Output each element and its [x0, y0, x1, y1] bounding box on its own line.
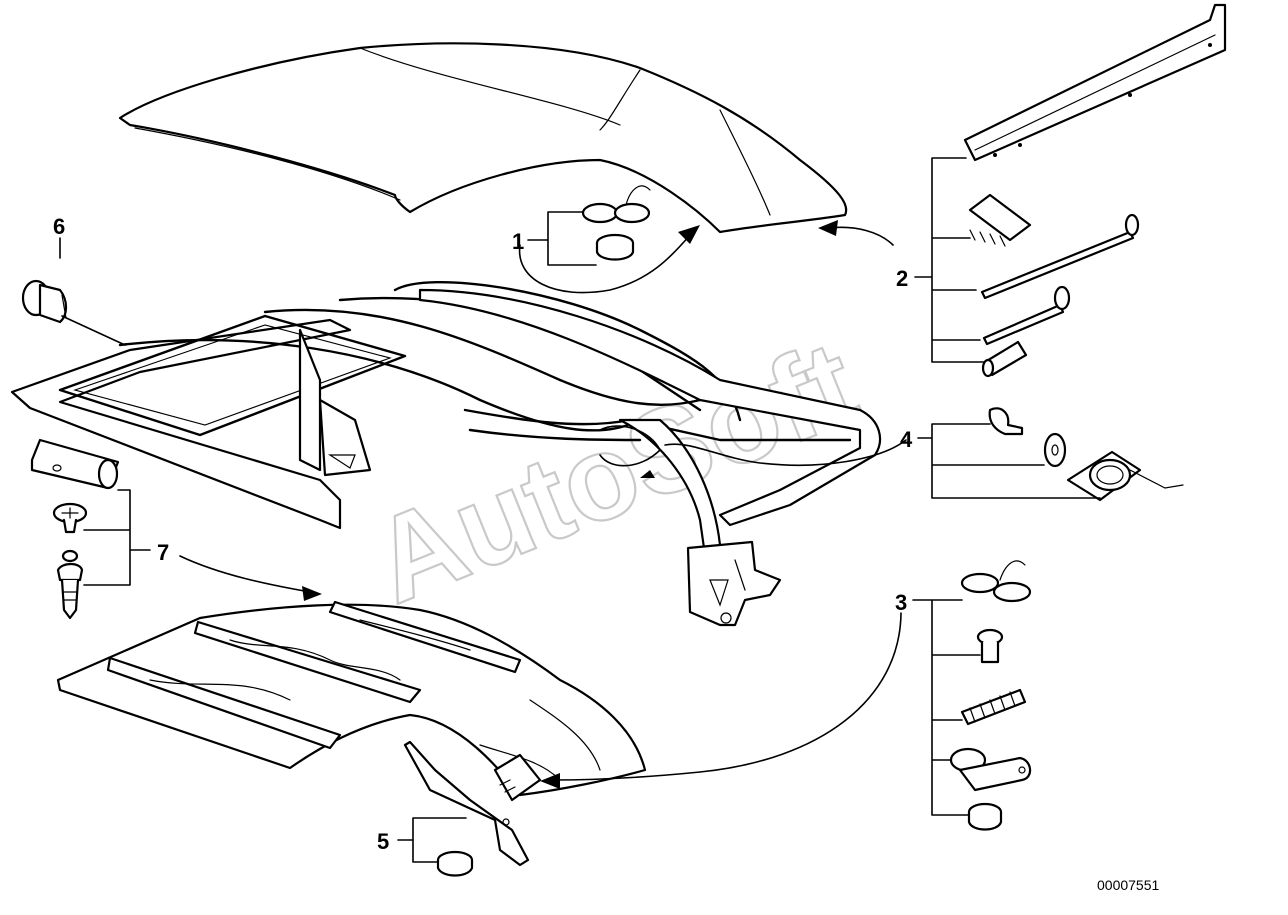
part-1-clip: [581, 185, 651, 224]
soft-cover: [56, 600, 647, 797]
part-7-sleeve: [30, 438, 120, 490]
roof-frame: [10, 281, 882, 627]
callout-5: 5: [377, 829, 389, 854]
callout-4: 4: [900, 427, 913, 452]
callout-3: 3: [895, 590, 907, 615]
part-5-latch: [493, 753, 542, 802]
callout-2: 2: [896, 266, 908, 291]
watermark: AutoSoft: [355, 315, 875, 629]
part-2-rivet-long: [980, 213, 1140, 300]
part-3-clip: [960, 560, 1032, 603]
part-3-spring: [960, 688, 1027, 726]
part-1-grommet: [595, 233, 635, 261]
part-3-grommet: [967, 802, 1003, 831]
part-4-washer: [1043, 432, 1067, 468]
leader-lines: [59, 157, 1101, 863]
part-4-spring: [1066, 450, 1184, 502]
callout-6: 6: [53, 214, 65, 239]
part-2-trim-strip: [963, 3, 1227, 162]
part-4-screw: [988, 407, 1024, 436]
part-3-hinge-plate: [949, 747, 1032, 792]
part-7-pin: [56, 549, 84, 620]
part-5-grommet: [436, 850, 474, 877]
part-2-rivet: [982, 285, 1071, 346]
part-6-plug: [21, 279, 68, 324]
callout-1: 1: [512, 229, 524, 254]
part-2-sleeve: [981, 340, 1028, 378]
part-2-bracket: [968, 193, 1032, 247]
part-3-bolt: [976, 628, 1004, 664]
callout-7: 7: [157, 540, 169, 565]
top-cover: [118, 42, 848, 234]
part-7-screw: [52, 502, 88, 534]
part-5-lever: [403, 740, 530, 867]
document-number: 00007551: [1097, 877, 1160, 893]
